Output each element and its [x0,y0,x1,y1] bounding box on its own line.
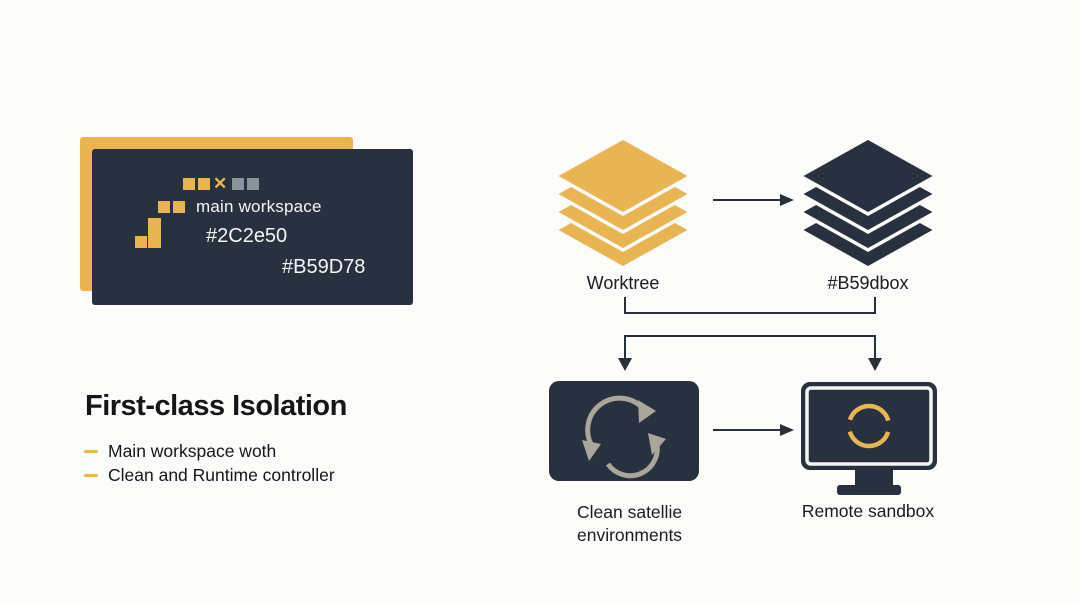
bullet-item: Clean and Runtime controller [84,463,335,487]
worktree-label: Worktree [586,273,660,293]
satellite-label: Clean satellie environments [577,501,682,547]
bullet-item: Main workspace woth [84,439,335,463]
sandbox-label: #B59dbox [827,273,909,293]
workspace-title: main workspace [196,197,322,216]
sandbox-layers-icon [798,138,938,268]
monitor-icon [801,382,937,495]
worktree-layers-icon [553,138,693,268]
bullet-dash-icon [84,450,98,453]
workspace-card: ✕ main workspace #2C2e50 #B59D78 [92,149,413,305]
arrow-right-icon [713,194,794,206]
bullet-list: Main workspace woth Clean and Runtime co… [84,439,335,487]
remote-sandbox-label: Remote sandbox [801,501,935,521]
workspace-hex-code-1: #2C2e50 [206,225,288,247]
workspace-hex-code-2: #B59D78 [282,256,366,278]
arrow-right-icon [713,424,794,436]
sync-arrows-icon [582,395,666,479]
sync-circle-icon [846,403,892,449]
connector-lines [618,297,882,371]
satellite-label-line2: environments [577,525,683,545]
satellite-label-line1: Clean satellie [577,502,683,522]
page-title: First-class Isolation [85,390,347,422]
x-icon: ✕ [213,174,228,193]
bullet-text: Clean and Runtime controller [108,465,335,485]
bullet-text: Main workspace woth [108,441,277,461]
bullet-dash-icon [84,474,98,477]
satellite-environment-box [549,381,699,481]
